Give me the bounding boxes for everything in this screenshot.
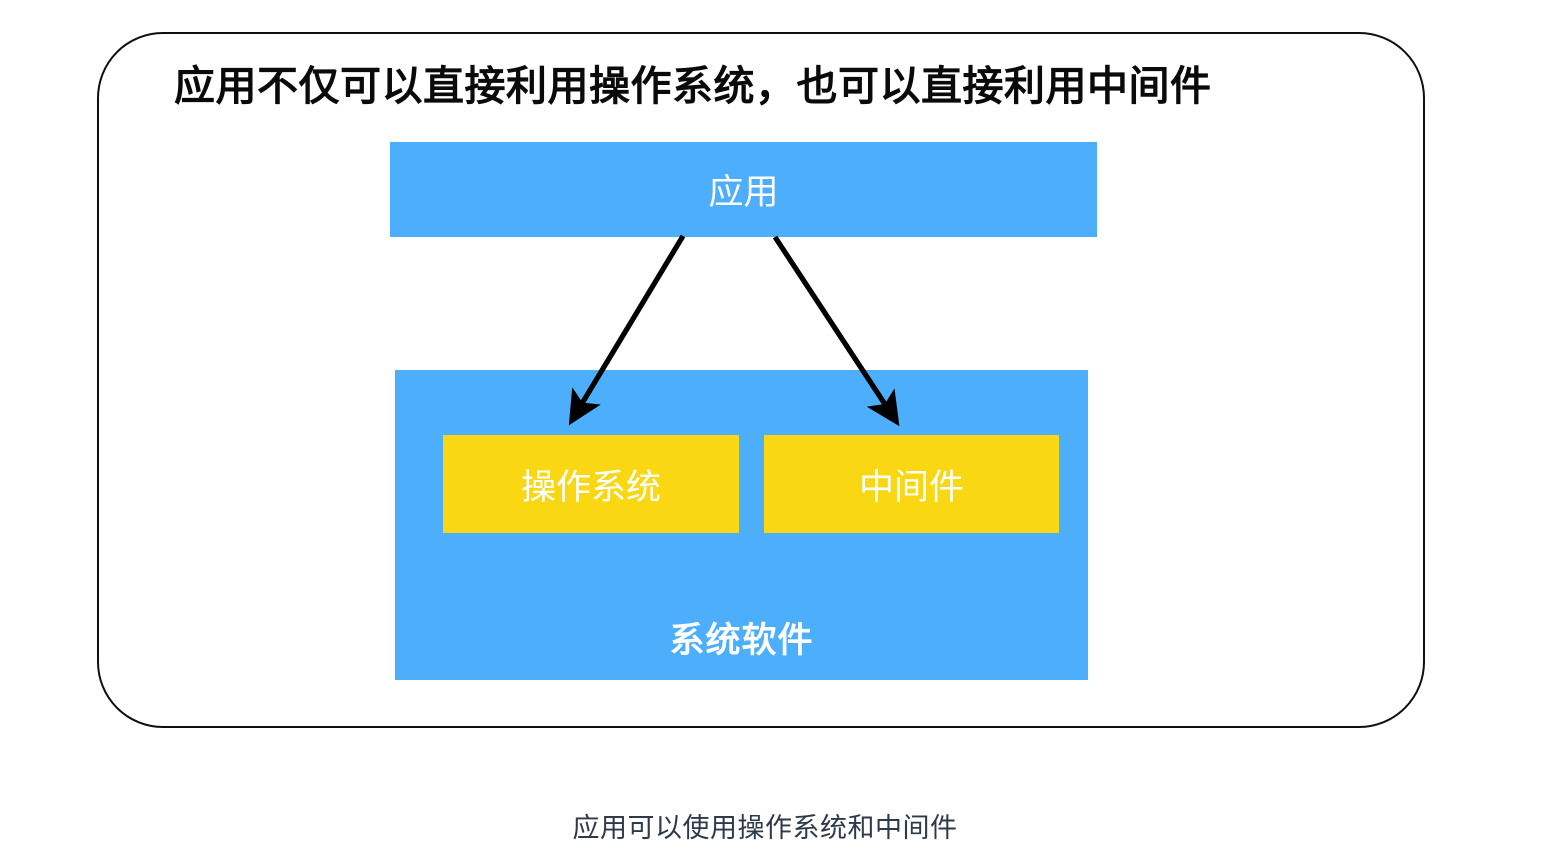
node-application: 应用 xyxy=(390,142,1097,237)
node-operating-system: 操作系统 xyxy=(443,435,739,533)
node-application-label: 应用 xyxy=(708,173,779,212)
diagram-title: 应用不仅可以直接利用操作系统，也可以直接利用中间件 xyxy=(174,63,1212,109)
node-middleware: 中间件 xyxy=(764,435,1059,533)
node-system-software-label: 系统软件 xyxy=(669,621,814,660)
diagram-caption: 应用可以使用操作系统和中间件 xyxy=(572,813,958,843)
node-operating-system-label: 操作系统 xyxy=(520,467,661,507)
node-middleware-label: 中间件 xyxy=(858,467,964,507)
